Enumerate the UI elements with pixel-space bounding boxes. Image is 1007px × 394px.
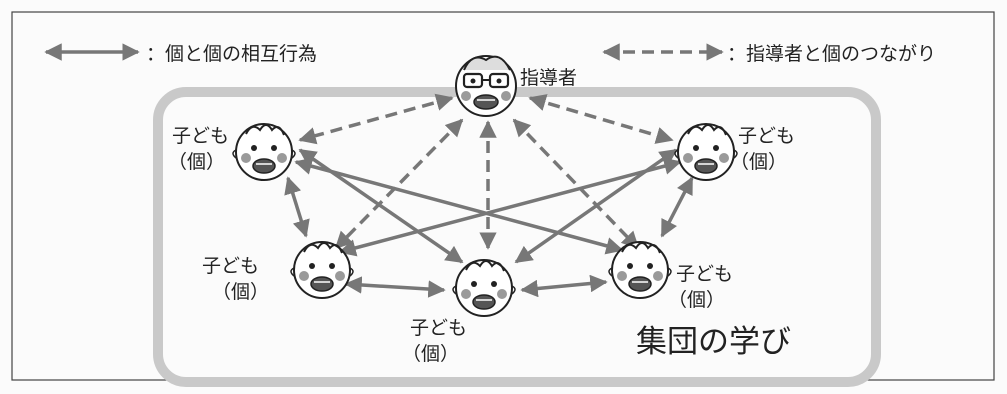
solid-arrow — [338, 157, 682, 257]
legend-dashed-text: ：指導者と個のつながり — [727, 43, 936, 65]
child-label: 子ども — [738, 125, 795, 147]
solid-arrow — [520, 274, 608, 298]
solid-arrow — [344, 276, 446, 298]
child-label: 子ども — [172, 125, 229, 147]
solid-arrow — [660, 176, 694, 238]
leader-face-icon — [455, 55, 517, 117]
child-label: 子ども — [410, 317, 467, 339]
group-title: 集団の学び — [636, 324, 791, 360]
dashed-arrow — [334, 118, 464, 250]
group-frame — [153, 87, 881, 387]
child-face-icon — [674, 123, 738, 181]
child-face-icon — [452, 259, 516, 317]
child-label-sub: （個） — [668, 289, 725, 311]
dashed-arrow — [528, 94, 674, 144]
leader-label: 指導者 — [520, 67, 577, 89]
solid-arrow — [284, 176, 310, 238]
dashed-arrow — [512, 118, 640, 250]
legend-solid-text: ：個と個の相互行為 — [146, 43, 317, 65]
child-label-sub: （個） — [168, 151, 225, 173]
child-label: 子ども — [202, 255, 259, 277]
solid-arrow — [294, 157, 624, 255]
child-face-icon — [232, 123, 296, 181]
child-label-sub: （個） — [212, 281, 269, 303]
leader-connections — [298, 93, 674, 250]
child-label: 子ども — [676, 263, 733, 285]
child-label-sub: （個） — [730, 151, 787, 173]
dashed-arrow — [298, 93, 454, 145]
peer-connections — [284, 148, 694, 298]
child-label-sub: （個） — [402, 343, 459, 365]
